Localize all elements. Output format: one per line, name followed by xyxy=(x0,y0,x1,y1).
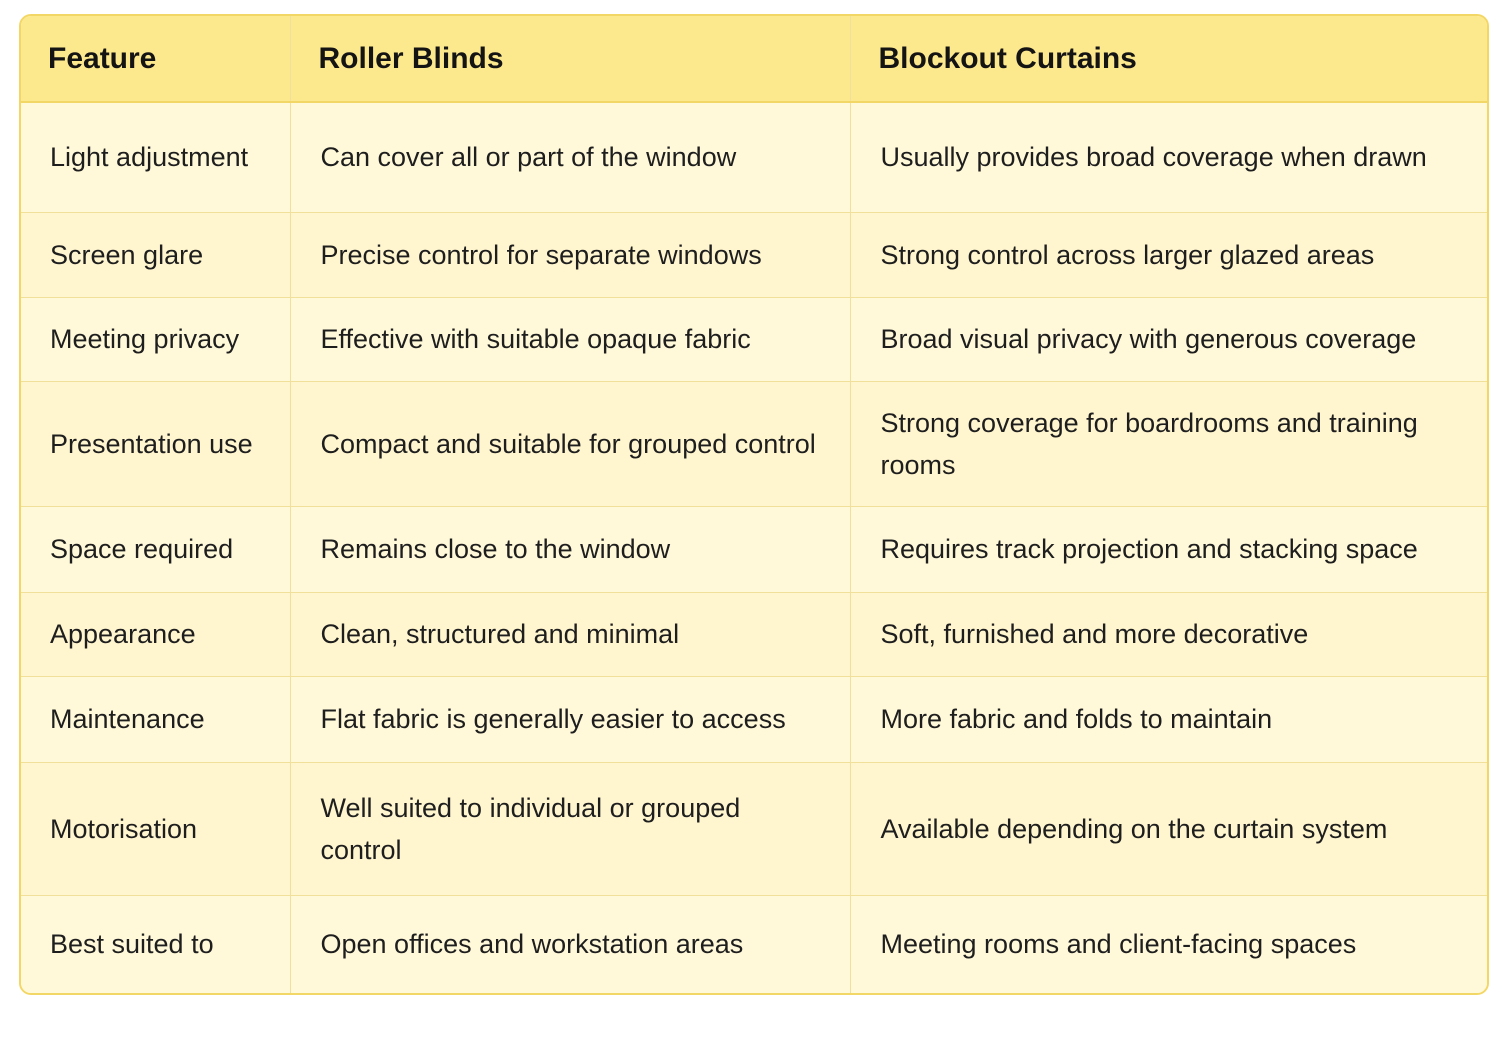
roller-blinds-cell: Effective with suitable opaque fabric xyxy=(290,297,851,382)
roller-blinds-cell: Clean, structured and minimal xyxy=(290,592,851,677)
feature-cell: Appearance xyxy=(21,592,291,677)
table-row: Screen glare Precise control for separat… xyxy=(21,212,1487,298)
roller-blinds-cell: Compact and suitable for grouped control xyxy=(290,381,851,507)
blockout-curtains-cell: Strong control across larger glazed area… xyxy=(850,212,1487,298)
roller-blinds-cell: Can cover all or part of the window xyxy=(290,102,851,213)
feature-cell: Maintenance xyxy=(21,676,291,763)
header-row: Feature Roller Blinds Blockout Curtains xyxy=(21,16,1487,103)
feature-cell: Space required xyxy=(21,506,291,593)
comparison-table-container: Feature Roller Blinds Blockout Curtains … xyxy=(19,14,1489,995)
feature-cell: Screen glare xyxy=(21,212,291,298)
table-row: Best suited to Open offices and workstat… xyxy=(21,895,1487,993)
roller-blinds-cell: Remains close to the window xyxy=(290,506,851,593)
table-row: Space required Remains close to the wind… xyxy=(21,506,1487,593)
feature-cell: Light adjustment xyxy=(21,102,291,213)
comparison-table: Feature Roller Blinds Blockout Curtains … xyxy=(21,16,1487,993)
blockout-curtains-cell: Soft, furnished and more decorative xyxy=(850,592,1487,677)
roller-blinds-cell: Precise control for separate windows xyxy=(290,212,851,298)
table-row: Maintenance Flat fabric is generally eas… xyxy=(21,676,1487,763)
blockout-curtains-cell: Meeting rooms and client-facing spaces xyxy=(850,895,1487,993)
feature-cell: Presentation use xyxy=(21,381,291,507)
table-row: Motorisation Well suited to individual o… xyxy=(21,762,1487,896)
table-row: Meeting privacy Effective with suitable … xyxy=(21,297,1487,382)
feature-cell: Motorisation xyxy=(21,762,291,896)
column-header-roller-blinds: Roller Blinds xyxy=(290,16,851,103)
table-row: Presentation use Compact and suitable fo… xyxy=(21,381,1487,507)
feature-cell: Best suited to xyxy=(21,895,291,993)
roller-blinds-cell: Well suited to individual or grouped con… xyxy=(290,762,851,896)
blockout-curtains-cell: Broad visual privacy with generous cover… xyxy=(850,297,1487,382)
roller-blinds-cell: Open offices and workstation areas xyxy=(290,895,851,993)
feature-cell: Meeting privacy xyxy=(21,297,291,382)
table-row: Appearance Clean, structured and minimal… xyxy=(21,592,1487,677)
column-header-feature: Feature xyxy=(21,16,291,103)
blockout-curtains-cell: Requires track projection and stacking s… xyxy=(850,506,1487,593)
blockout-curtains-cell: Usually provides broad coverage when dra… xyxy=(850,102,1487,213)
blockout-curtains-cell: More fabric and folds to maintain xyxy=(850,676,1487,763)
blockout-curtains-cell: Strong coverage for boardrooms and train… xyxy=(850,381,1487,507)
table-body: Light adjustment Can cover all or part o… xyxy=(21,102,1487,993)
column-header-blockout-curtains: Blockout Curtains xyxy=(850,16,1487,103)
table-row: Light adjustment Can cover all or part o… xyxy=(21,102,1487,213)
blockout-curtains-cell: Available depending on the curtain syste… xyxy=(850,762,1487,896)
roller-blinds-cell: Flat fabric is generally easier to acces… xyxy=(290,676,851,763)
table-header: Feature Roller Blinds Blockout Curtains xyxy=(21,16,1487,103)
